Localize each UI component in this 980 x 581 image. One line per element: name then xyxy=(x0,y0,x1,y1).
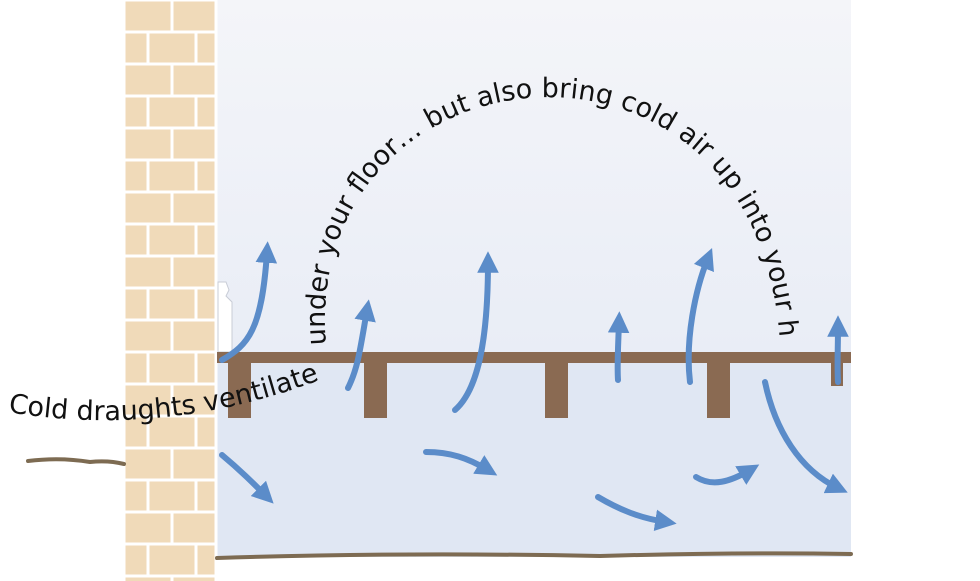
brick xyxy=(122,94,150,130)
brick xyxy=(194,222,218,258)
curved-arrow-icon xyxy=(693,464,760,486)
brick xyxy=(170,446,218,482)
brick xyxy=(170,62,218,98)
timber-floor-icon xyxy=(217,352,851,418)
underfloor-ground-line xyxy=(215,551,853,560)
brick xyxy=(122,126,174,162)
brick xyxy=(170,574,218,581)
brick xyxy=(146,158,198,194)
brick xyxy=(122,190,174,226)
joist xyxy=(545,363,568,418)
brick xyxy=(122,62,174,98)
curved-arrow-icon xyxy=(607,311,630,383)
brick xyxy=(170,382,218,418)
brick xyxy=(146,30,198,66)
brick xyxy=(122,30,150,66)
brick xyxy=(170,190,218,226)
brick xyxy=(146,350,198,386)
airflow-arrows xyxy=(219,241,849,532)
brick xyxy=(146,478,198,514)
brick-wall-icon xyxy=(122,0,218,581)
room-interior xyxy=(217,0,851,352)
curved-arrow-icon xyxy=(685,247,714,385)
curved-arrow-icon xyxy=(423,449,498,476)
brick xyxy=(170,318,218,354)
joist xyxy=(228,363,251,418)
curved-arrow-icon xyxy=(762,379,848,494)
floorboards xyxy=(217,352,851,363)
brick xyxy=(122,446,174,482)
brick xyxy=(122,574,174,581)
brick xyxy=(194,350,218,386)
brick xyxy=(194,286,218,322)
brick xyxy=(122,0,174,34)
brick xyxy=(122,158,150,194)
brick xyxy=(122,350,150,386)
curved-arrow-icon xyxy=(345,299,376,391)
brick xyxy=(194,414,218,450)
brick xyxy=(170,0,218,34)
curved-arrow-icon xyxy=(452,251,499,413)
brick xyxy=(194,478,218,514)
brick xyxy=(122,414,150,450)
brick xyxy=(122,318,174,354)
joist xyxy=(364,363,387,418)
curved-arrow-icon xyxy=(219,452,274,504)
brick xyxy=(122,542,150,578)
outside-ground-line xyxy=(26,457,126,466)
brick xyxy=(146,222,198,258)
brick xyxy=(122,254,174,290)
brick xyxy=(146,542,198,578)
brick xyxy=(122,222,150,258)
joist xyxy=(707,363,730,418)
brick xyxy=(194,158,218,194)
brick xyxy=(146,286,198,322)
underfloor-void xyxy=(217,362,851,557)
brick xyxy=(194,30,218,66)
brick xyxy=(194,94,218,130)
curved-arrow-icon xyxy=(595,494,677,532)
brick xyxy=(170,126,218,162)
brick xyxy=(122,478,150,514)
brick xyxy=(146,94,198,130)
brick xyxy=(194,542,218,578)
brick xyxy=(122,510,174,546)
brick xyxy=(122,382,174,418)
brick xyxy=(170,510,218,546)
brick xyxy=(170,254,218,290)
brick xyxy=(122,286,150,322)
curved-arrow-icon xyxy=(219,241,278,363)
